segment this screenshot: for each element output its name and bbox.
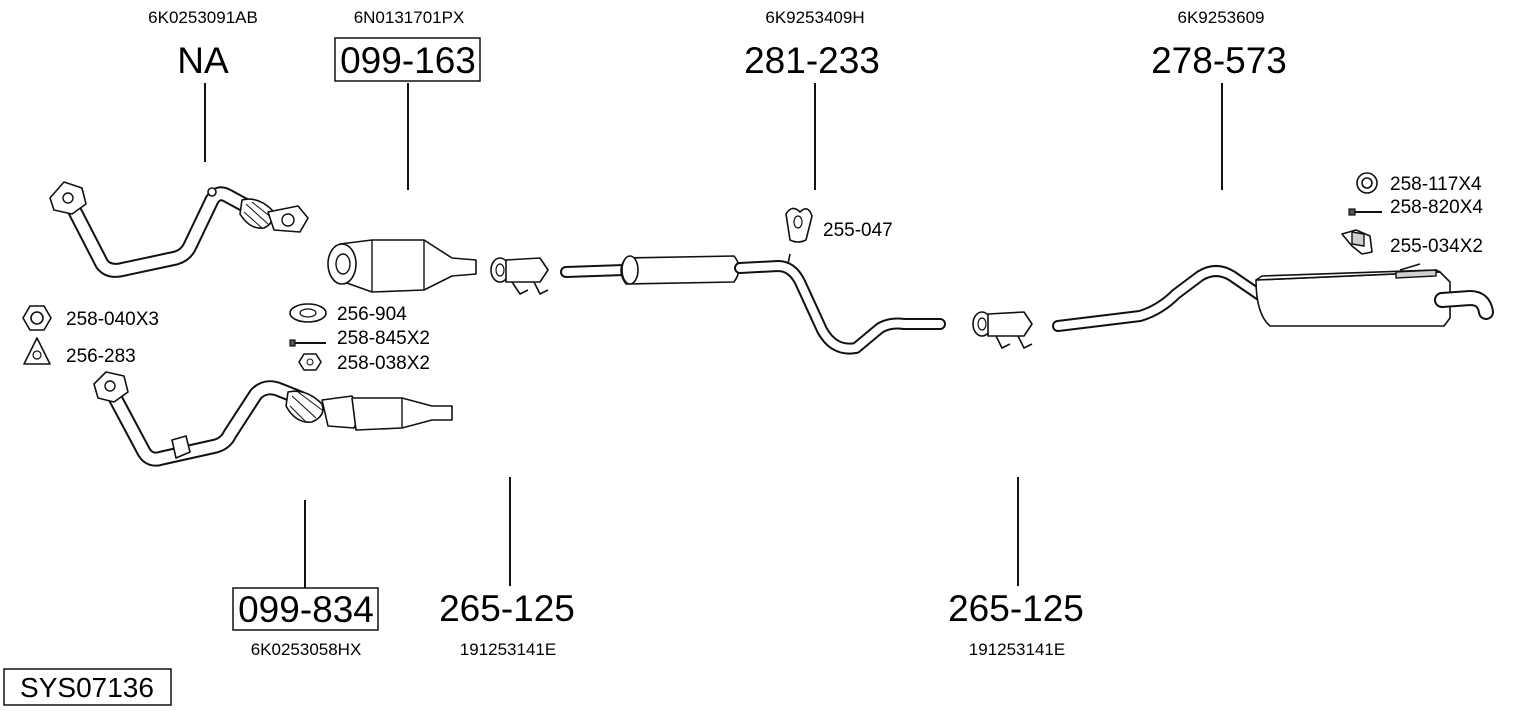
bolt-long-icon bbox=[1348, 208, 1382, 216]
gasket-ring-icon bbox=[289, 303, 327, 323]
accessory-bolt-long[interactable]: 258-820X4 bbox=[1390, 197, 1483, 218]
clamp-1-illustration[interactable] bbox=[490, 257, 549, 295]
accessory-gasket-triangle[interactable]: 256-283 bbox=[66, 346, 136, 367]
part-number-catalyst[interactable]: 099-163 bbox=[340, 40, 476, 81]
bracket-icon bbox=[1341, 229, 1373, 255]
nut-small-icon bbox=[298, 353, 322, 371]
part-number-alt-pipe-box bbox=[232, 587, 379, 631]
accessory-bracket[interactable]: 255-034X2 bbox=[1390, 236, 1483, 257]
part-number-clamp-2[interactable]: 265-125 bbox=[948, 588, 1084, 629]
catalyst-illustration[interactable] bbox=[327, 239, 477, 293]
oe-number-clamp-2: 191253141E bbox=[969, 640, 1065, 659]
part-number-catalyst-box bbox=[334, 37, 481, 82]
alt-pipe-illustration[interactable] bbox=[93, 371, 453, 467]
clamp-2-illustration[interactable] bbox=[972, 311, 1033, 349]
bolt-icon bbox=[289, 339, 326, 347]
part-number-alt-pipe[interactable]: 099-834 bbox=[238, 589, 374, 630]
part-number-rear-silencer[interactable]: 278-573 bbox=[1151, 40, 1287, 81]
system-code-box bbox=[3, 668, 172, 706]
accessory-nut-small[interactable]: 258-038X2 bbox=[337, 353, 430, 374]
oe-number-catalyst: 6N0131701PX bbox=[354, 8, 465, 27]
gasket-triangle-icon bbox=[23, 337, 51, 365]
oe-number-front-pipe: 6K0253091AB bbox=[148, 8, 258, 27]
part-number-clamp-1[interactable]: 265-125 bbox=[439, 588, 575, 629]
rubber-mount-icon bbox=[785, 207, 813, 243]
system-code: SYS07136 bbox=[20, 672, 154, 703]
oe-number-middle-silencer: 6K9253409H bbox=[765, 8, 864, 27]
accessory-ring[interactable]: 258-117X4 bbox=[1390, 174, 1482, 195]
accessory-rubber-mount[interactable]: 255-047 bbox=[823, 220, 893, 241]
middle-silencer-illustration[interactable] bbox=[560, 253, 946, 355]
oe-number-clamp-1: 191253141E bbox=[460, 640, 556, 659]
oe-number-rear-silencer: 6K9253609 bbox=[1178, 8, 1265, 27]
part-number-front-pipe[interactable]: NA bbox=[177, 40, 229, 81]
front-pipe-illustration[interactable] bbox=[49, 181, 309, 278]
part-number-middle-silencer[interactable]: 281-233 bbox=[744, 40, 880, 81]
rear-silencer-illustration[interactable] bbox=[1052, 263, 1494, 332]
accessory-bolt[interactable]: 258-845X2 bbox=[337, 328, 430, 349]
nut-icon bbox=[22, 305, 52, 331]
accessory-gasket-ring[interactable]: 256-904 bbox=[337, 304, 407, 325]
ring-icon bbox=[1356, 172, 1378, 194]
accessory-nut[interactable]: 258-040X3 bbox=[66, 309, 159, 330]
oe-number-alt-pipe: 6K0253058HX bbox=[251, 640, 362, 659]
